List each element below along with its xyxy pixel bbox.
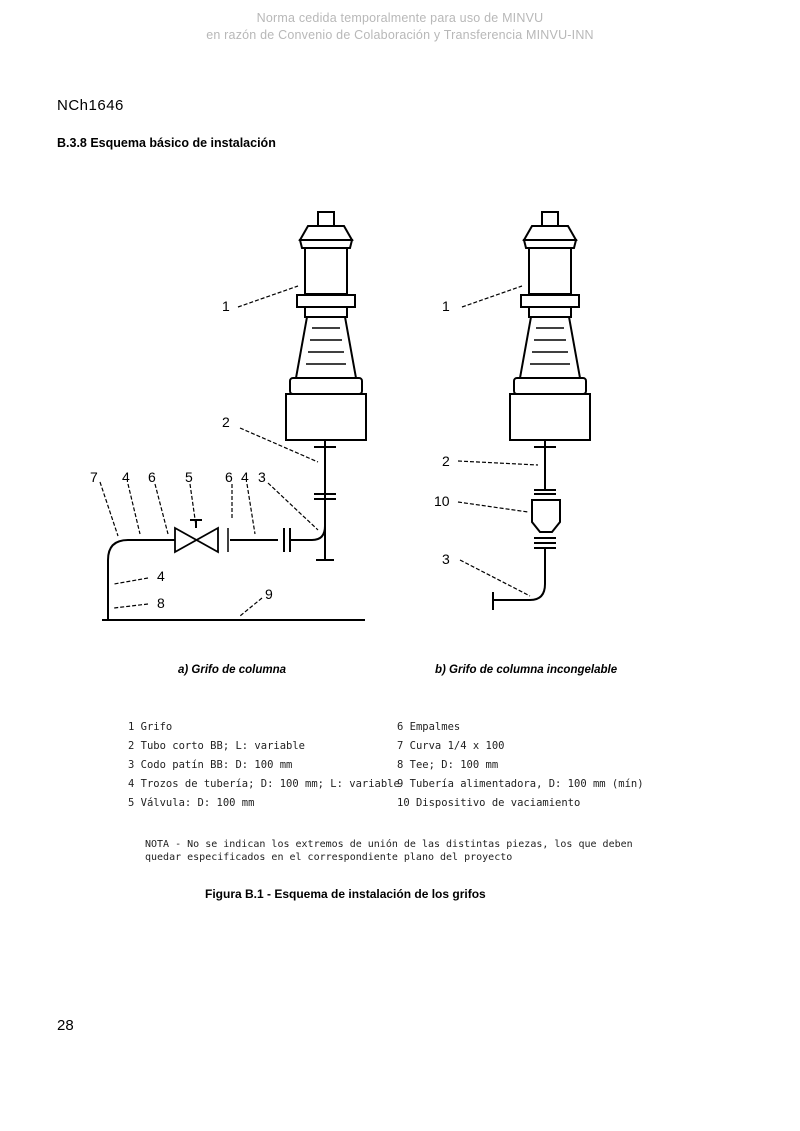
- figure-title: Figura B.1 - Esquema de instalación de l…: [205, 887, 486, 901]
- legend-item: 1 Grifo: [128, 721, 173, 733]
- watermark-line-1: Norma cedida temporalmente para uso de M…: [256, 11, 544, 25]
- legend-item: 2 Tubo corto BB; L: variable: [128, 740, 306, 752]
- label-a-5: 5: [185, 469, 193, 485]
- label-a-2: 2: [222, 414, 230, 430]
- label-a-1: 1: [222, 298, 230, 314]
- hydrant-b: [509, 211, 591, 441]
- note-line-1: NOTA - No se indican los extremos de uni…: [145, 839, 633, 850]
- label-b-1: 1: [442, 298, 450, 314]
- label-a-3: 3: [258, 469, 266, 485]
- caption-b: b) Grifo de columna incongelable: [435, 664, 618, 676]
- legend-left: 1 Grifo 2 Tubo corto BB; L: variable 3 C…: [128, 718, 400, 813]
- note: NOTA - No se indican los extremos de uni…: [145, 838, 633, 864]
- labels-b: 1 2 10 3: [434, 298, 450, 567]
- note-line-2: quedar especificados en el correspondien…: [145, 852, 513, 863]
- label-b-3: 3: [442, 551, 450, 567]
- label-a-6b: 6: [225, 469, 233, 485]
- watermark-line-2: en razón de Convenio de Colaboración y T…: [206, 28, 594, 42]
- label-a-9: 9: [265, 586, 273, 602]
- label-a-4c: 4: [157, 568, 165, 584]
- legend-item: 6 Empalmes: [397, 721, 461, 733]
- legend-item: 8 Tee; D: 100 mm: [397, 759, 499, 771]
- label-b-10: 10: [434, 493, 450, 509]
- page-number: 28: [57, 1017, 74, 1034]
- label-a-6: 6: [148, 469, 156, 485]
- label-a-4b: 4: [241, 469, 249, 485]
- label-a-7: 7: [90, 469, 98, 485]
- labels-a: 1 2 7 4 6 5 6 4 3 4 8 9: [90, 298, 273, 611]
- legend-item: 10 Dispositivo de vaciamiento: [397, 797, 581, 809]
- legend-item: 4 Trozos de tubería; D: 100 mm; L: varia…: [128, 778, 400, 790]
- label-b-2: 2: [442, 453, 450, 469]
- document-code: NCh1646: [57, 97, 124, 114]
- caption-a: a) Grifo de columna: [178, 664, 286, 676]
- hydrant-a: [285, 211, 367, 441]
- label-a-8: 8: [157, 595, 165, 611]
- section-title: B.3.8 Esquema básico de instalación: [57, 136, 276, 150]
- label-a-4: 4: [122, 469, 130, 485]
- legend-item: 3 Codo patín BB: D: 100 mm: [128, 759, 293, 771]
- legend-item: 7 Curva 1/4 x 100: [397, 740, 505, 752]
- legend-right: 6 Empalmes 7 Curva 1/4 x 100 8 Tee; D: 1…: [397, 718, 644, 813]
- legend-item: 5 Válvula: D: 100 mm: [128, 797, 255, 809]
- legend-item: 9 Tubería alimentadora, D: 100 mm (mín): [397, 778, 644, 790]
